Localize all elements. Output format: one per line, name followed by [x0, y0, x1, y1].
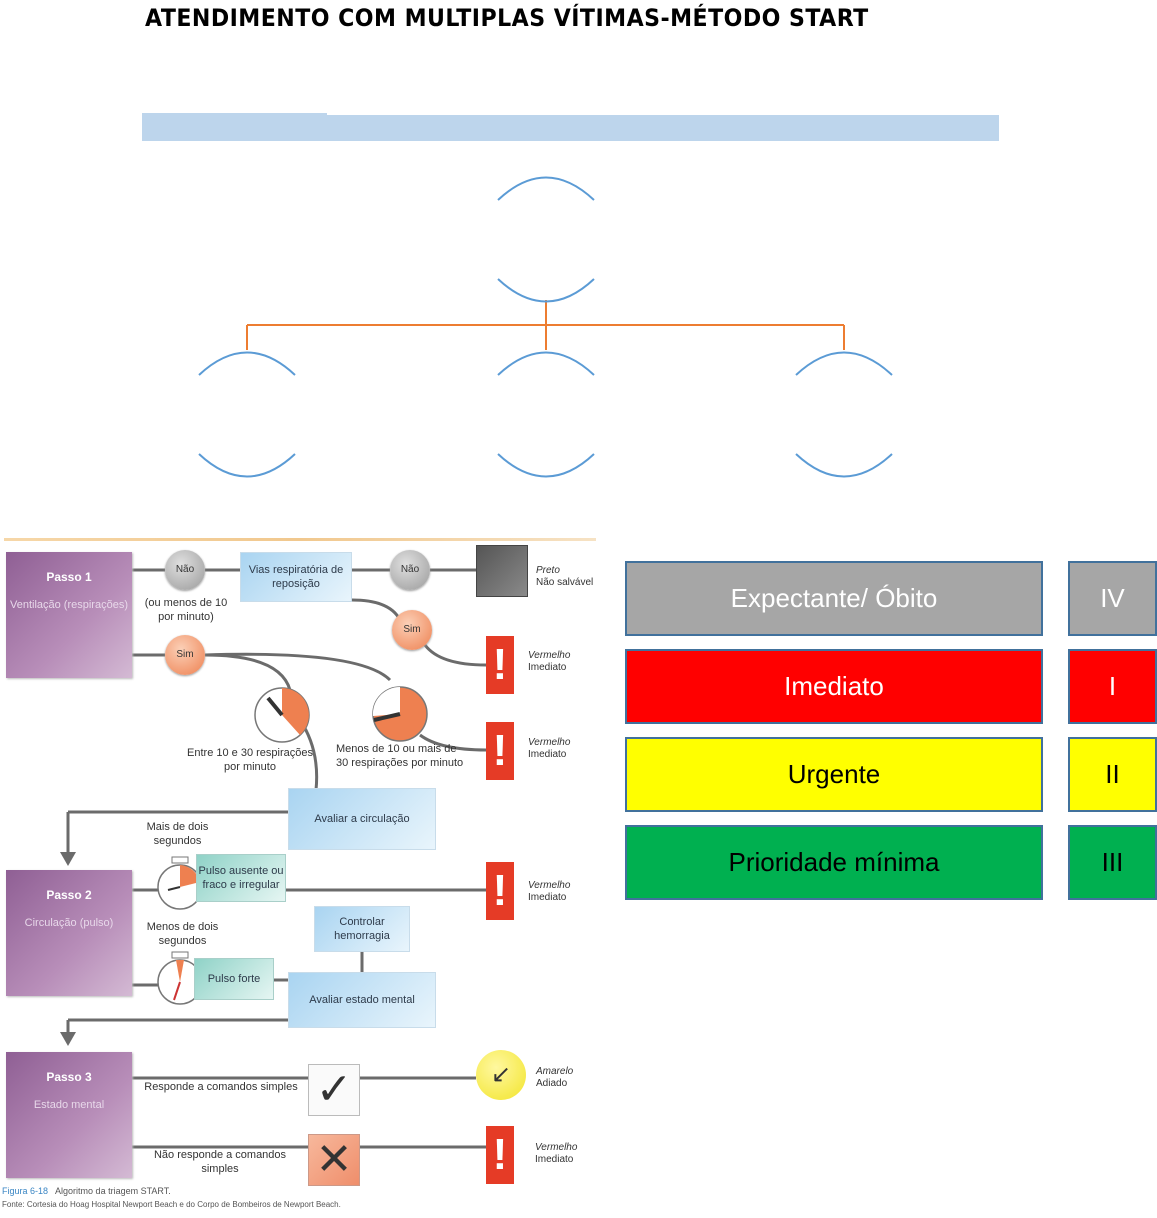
figure-top-rule — [4, 538, 596, 541]
node-sim-after-airway: Sim — [392, 610, 432, 650]
immediate-alert-icon: ! — [486, 862, 514, 920]
header-bar-tab — [142, 113, 327, 116]
step-1-subtitle: Ventilação (respirações) — [9, 599, 128, 611]
label-between-10-30: Entre 10 e 30 respirações por minuto — [187, 747, 313, 773]
hierarchy-diagram — [198, 176, 893, 478]
node-nao-breathing: Não — [165, 550, 205, 590]
step-1-title: Passo 1 — [46, 570, 92, 584]
diagram-node-child-1[interactable] — [198, 351, 296, 478]
step-3-title: Passo 3 — [46, 1070, 92, 1084]
step-3-box: Passo 3 Estado mental — [6, 1052, 132, 1178]
label-less-than-10: (ou menos de 10 por minuto) — [144, 597, 228, 623]
figure-caption-text: Algoritmo da triagem START. — [55, 1186, 171, 1196]
arrow-down-icon — [60, 1032, 76, 1046]
connector-lines — [246, 300, 845, 350]
figure-caption: Figura 6-18 Algoritmo da triagem START. — [2, 1186, 171, 1196]
priority-code-minimal: III — [1068, 825, 1157, 900]
label-less-than-two-seconds: Menos de dois segundos — [146, 921, 219, 947]
arrow-down-icon — [60, 852, 76, 866]
box-control-hemorrhage: Controlar hemorragia — [314, 906, 410, 952]
priority-code-expectant: IV — [1068, 561, 1157, 636]
x-mark-icon: ✕ — [308, 1134, 360, 1186]
box-pulse-absent: Pulso ausente ou fraco e irregular — [196, 854, 286, 902]
priority-label-minimal: Prioridade mínima — [625, 825, 1043, 900]
clock-icon: ↙ — [476, 1050, 526, 1100]
step-1-box: Passo 1 Ventilação (respirações) — [6, 552, 132, 678]
label-more-than-two-seconds: Mais de dois segundos — [146, 821, 209, 847]
checkmark-icon: ✓ — [308, 1064, 360, 1116]
flowchart-lines — [60, 568, 487, 1149]
stopwatch-fast-icon — [157, 951, 203, 1005]
diagram-node-child-2[interactable] — [497, 351, 595, 478]
start-triage-flowchart: Passo 1 Ventilação (respirações) Passo 2… — [0, 530, 600, 1218]
immediate-alert-icon: ! — [486, 1126, 514, 1184]
diagram-node-root[interactable] — [497, 176, 595, 303]
node-sim-breathing: Sim — [165, 635, 205, 675]
page-title: ATENDIMENTO COM MULTIPLAS VÍTIMAS-MÉTODO… — [145, 4, 869, 32]
step-2-title: Passo 2 — [46, 888, 92, 902]
priority-code-urgent: II — [1068, 737, 1157, 812]
label-less-10-more-30: Menos de 10 ou mais de 30 respirações po… — [336, 743, 464, 769]
outcome-black-color: Preto — [536, 565, 560, 576]
priority-code-immediate: I — [1068, 649, 1157, 724]
box-assess-circulation: Avaliar a circulação — [288, 788, 436, 850]
label-not-responds: Não responde a comandos simples — [153, 1149, 287, 1175]
priority-label-immediate: Imediato — [625, 649, 1043, 724]
step-3-subtitle: Estado mental — [33, 1099, 105, 1111]
respiration-gauge-abnormal-icon — [372, 686, 428, 742]
priority-label-expectant: Expectante/ Óbito — [625, 561, 1043, 636]
immediate-alert-icon: ! — [486, 722, 514, 780]
header-bar — [142, 115, 999, 141]
step-2-box: Passo 2 Circulação (pulso) — [6, 870, 132, 996]
figure-source: Fonte: Cortesia do Hoag Hospital Newport… — [2, 1200, 341, 1209]
label-responds: Responde a comandos simples — [144, 1081, 298, 1093]
step-2-subtitle: Circulação (pulso) — [24, 917, 114, 929]
box-assess-mental-state: Avaliar estado mental — [288, 972, 436, 1028]
priority-label-urgent: Urgente — [625, 737, 1043, 812]
box-reposition-airway: Vias respiratória de reposição — [240, 552, 352, 602]
stopwatch-slow-icon — [157, 856, 203, 910]
diagram-node-child-3[interactable] — [795, 351, 893, 478]
respiration-gauge-normal-icon — [254, 687, 310, 743]
immediate-alert-icon: ! — [486, 636, 514, 694]
outcome-black-square-icon — [476, 545, 528, 597]
figure-number: Figura 6-18 — [2, 1186, 49, 1196]
node-nao-after-airway: Não — [390, 550, 430, 590]
box-pulse-strong: Pulso forte — [194, 958, 274, 1000]
outcome-black-status: Não salvável — [536, 577, 594, 588]
